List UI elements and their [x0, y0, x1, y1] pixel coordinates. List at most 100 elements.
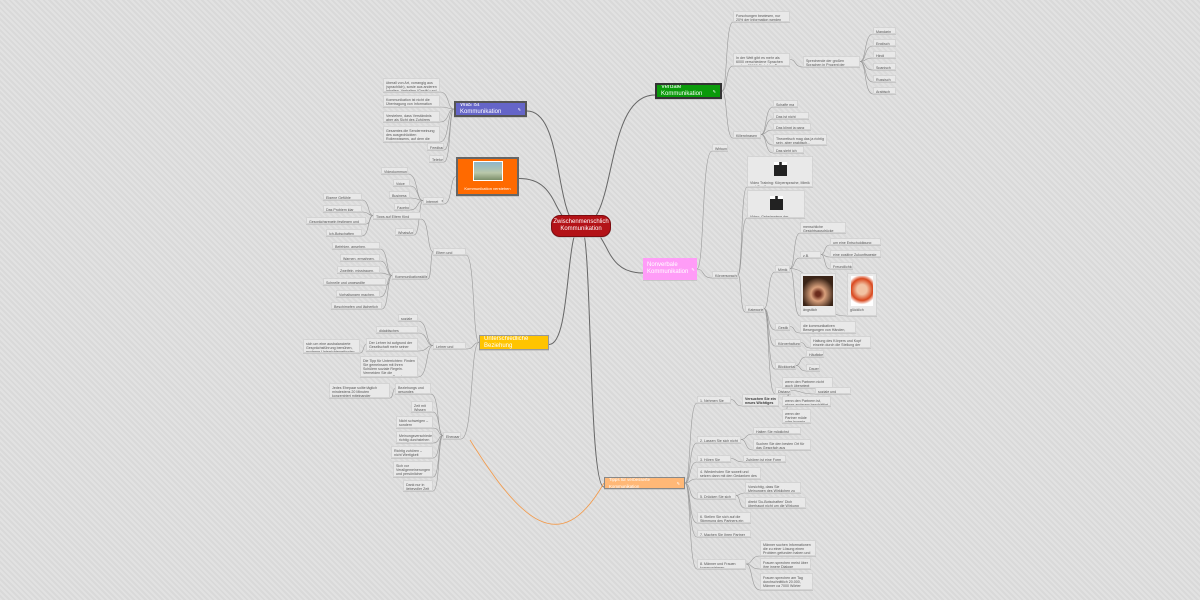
node-la2[interactable]: eine positive Zukunftsgeste schaffen [830, 250, 881, 257]
node-gestik[interactable]: Gestik [775, 323, 790, 330]
node-wirkung[interactable]: Wirkung [712, 144, 728, 151]
node-haltung[interactable]: Körperhaltung [775, 339, 801, 346]
node-kp3[interactable]: Das klingt ja ganz gut, aber... [773, 123, 811, 130]
node-ek2[interactable]: Das Problem klar definieren [323, 205, 362, 212]
node-l1[interactable]: soziale Distanz [398, 314, 418, 321]
node-g1[interactable]: die kommunikativen Bewegungen von Händen… [800, 321, 856, 333]
node-h1[interactable]: Haltung des Körpers und Kopf einzeln dur… [810, 336, 871, 348]
node-v2[interactable]: In der Welt gibt es mehr als 6000 versch… [733, 53, 790, 66]
node-d3[interactable]: wenn den Partnern ist, etwas anderem bes… [782, 396, 831, 406]
node-l3[interactable]: Der Lehrer ist aufgrund der Gesellschaft… [366, 338, 418, 351]
node-k2[interactable]: Warnen, ermahnen, drohen [340, 254, 380, 261]
node-facebook[interactable]: Facebook [394, 203, 410, 210]
node-kp2[interactable]: Das ist nicht unsere Sache [773, 112, 809, 119]
node-was-ist[interactable]: Was ist Kommunikation✎ [454, 101, 527, 117]
node-t2b[interactable]: Suchen Sie den besten Ort für das Gesprä… [753, 439, 811, 450]
node-t5b[interactable]: direkt 'Du-Botschaften' Dich überhaupt n… [745, 497, 806, 508]
node-bmail[interactable]: Business Mail [389, 191, 410, 198]
node-e3[interactable]: Nicht schweigen – sondern Gekränktheit l… [396, 416, 433, 428]
node-t5a[interactable]: Vorsichtig, dass Sie Meinungen des Wirkl… [745, 482, 801, 493]
node-k1[interactable]: Befehlen, ansehen, kommandieren [332, 242, 380, 249]
node-whatsapp[interactable]: WhatsApp [395, 228, 414, 235]
node-video[interactable]: Videokommunikation [381, 167, 408, 174]
note-icon[interactable]: ✎ [774, 62, 779, 66]
node-beziehung[interactable]: Unterschiedliche Beziehung [479, 335, 549, 350]
node-t3a[interactable]: Zuhören ist eine Form des Zuhörens [743, 455, 786, 462]
node-t1[interactable]: 1. Nehmen Sie sich Zeit [697, 396, 731, 403]
node-w3[interactable]: Verstehen, dass Verständnis aber als Sic… [383, 111, 440, 122]
node-e6[interactable]: Sich vor Verallgemeinerungen und persönl… [393, 461, 433, 477]
node-kategorie[interactable]: Kategorie [745, 305, 764, 312]
note-icon[interactable]: ✎ [451, 348, 454, 349]
node-la3[interactable]: Freundlichkeit [830, 262, 853, 269]
node-v1[interactable]: Forschungen bewiesen, nur 20% der Inform… [733, 11, 790, 22]
node-e1a[interactable]: Jedes Ehepaar sollte täglich mindestens … [329, 383, 390, 398]
note-icon[interactable]: ✎ [449, 254, 452, 255]
node-k5[interactable]: Vorhaltungen machen, belehren [336, 290, 380, 297]
node-b2[interactable]: Dauer [806, 364, 820, 371]
node-t6[interactable]: 6. Stellen Sie sich auf die Stimmung des… [697, 512, 751, 523]
node-internet[interactable]: Internet✎ [423, 197, 444, 204]
node-la1[interactable]: um eine Entschuldigung anzudeuten [830, 238, 881, 245]
node-verbal[interactable]: Verbale Kommunikation✎ [655, 83, 722, 99]
node-t2a[interactable]: Halten Sie möglichst Augenkontakt [753, 427, 801, 434]
node-tippsek[interactable]: Tipps auf Eltern Kind Kommunikation [373, 212, 421, 219]
node-s2[interactable]: Englisch 7,6% [873, 39, 896, 46]
note-icon[interactable]: ✎ [767, 21, 770, 22]
node-k6[interactable]: Beschimpfen und lächerlich machen [331, 302, 382, 309]
node-koerper[interactable]: Körpersprache [712, 271, 738, 278]
node-s6[interactable]: Arabisch 4,2% [873, 87, 896, 94]
node-eltern[interactable]: Eltern und Kinder✎ [433, 248, 466, 255]
node-t8b[interactable]: Frauen sprechen meist über ihre innere D… [760, 558, 811, 569]
node-t4[interactable]: 4. Wiederholen Sie soweit und setzen dan… [697, 467, 761, 479]
node-center[interactable]: Zwischenmenschlich Kommunikation [551, 215, 611, 237]
note-icon[interactable]: ✎ [676, 480, 680, 486]
node-l2[interactable]: didaktisches Dominanzverhältnis [376, 326, 418, 333]
node-e4[interactable]: Meinungsverschiedenheiten richtig durchs… [396, 431, 433, 443]
node-s3[interactable]: Hindi 5,4% [873, 51, 896, 58]
node-l4[interactable]: Die Tipp für Unterrichten: Finden Sie ge… [360, 356, 418, 377]
node-voicemail[interactable]: Voice Mail [393, 179, 410, 186]
node-t8c[interactable]: Frauen sprechen am Tag durchschnittlich … [760, 573, 813, 590]
node-k3[interactable]: Zweifeln, misstrauen, predigen [337, 266, 380, 273]
node-laecheln[interactable]: z.B. Lächeln [800, 251, 821, 258]
node-e2[interactable]: Zeit mit Wissen kommunizieren [411, 401, 433, 412]
node-t8[interactable]: 8. Männer und Frauen kommunizieren unter… [697, 559, 746, 569]
node-gluecklich[interactable]: glücklich [847, 273, 877, 316]
node-tipps[interactable]: Tipps für verbesserte Kommunikation✎ [604, 477, 685, 489]
node-ehepaar[interactable]: Ehepaar✎ [443, 432, 461, 439]
node-ek1[interactable]: Eigene Gefühle ausdrücken [323, 193, 362, 200]
node-w2[interactable]: Kommunikation ist nicht die Übertragung … [383, 95, 440, 107]
node-ek3[interactable]: Gesprächsregeln festlegen und einhalten [306, 217, 366, 224]
node-t2[interactable]: 2. Lassen Sie sich nicht ablenken [697, 436, 741, 443]
node-t7[interactable]: 7. Machen Sie Ihren Partner nicht runter… [697, 530, 751, 537]
note-icon[interactable]: ✎ [441, 199, 443, 203]
note-icon[interactable]: ✎ [760, 133, 761, 137]
node-e1[interactable]: Beziehungs und gesundes Selbstwertgefühl [395, 383, 431, 394]
node-kp4[interactable]: Theoretisch mag das ja richtig sein, abe… [773, 134, 827, 145]
node-d2[interactable]: soziale und persönliche unterscheiden [815, 387, 851, 394]
node-w1[interactable]: überall von Art, vorrangig aus (sprachli… [383, 78, 440, 92]
node-nonverbal[interactable]: Nonverbale Kommunikation✎ [643, 258, 697, 280]
node-t3[interactable]: 3. Hören Sie bewusst zu [697, 455, 731, 462]
node-blick[interactable]: Blickkontakt [775, 362, 796, 369]
node-t1a[interactable]: Versuchen Sie ein neues Wichtiges zu bes… [742, 394, 779, 406]
node-killer[interactable]: Kommunikationskiller [392, 272, 428, 279]
node-kp5[interactable]: Das sieht ich Blickkontakt [773, 146, 804, 153]
node-e7[interactable]: Dank nur in liebevoller Zeit sagen [403, 480, 433, 491]
node-feedback[interactable]: Feedback [427, 143, 444, 150]
node-vid2[interactable]: Video: Geheimnisse der Körpersprache bei… [747, 190, 805, 218]
node-k4[interactable]: Schnelle und ungewollte Ratschläge geben [323, 278, 386, 285]
node-t5[interactable]: 5. Drücken Sie sich klar aus [697, 492, 736, 499]
node-t8a[interactable]: Männer suchen Informationen die zu einer… [760, 540, 816, 556]
node-d4[interactable]: wenn der Partner müde oder hungrig ist [782, 409, 811, 423]
node-v2a[interactable]: Sprechende der großen Sprachen in Prozen… [803, 56, 860, 67]
node-m1[interactable]: menschliche Gesichtsausdrücke deren Funk… [800, 222, 846, 233]
node-kp1[interactable]: Schaffe ma net [773, 100, 798, 107]
note-icon[interactable]: ✎ [712, 88, 716, 94]
note-icon[interactable]: ✎ [517, 106, 521, 112]
node-verstehen[interactable]: Kommunikation verstehen [456, 157, 519, 196]
node-s1[interactable]: Mandarin 15,2% [873, 27, 896, 34]
node-w4[interactable]: Gesamtes die Sendermeinung des ausgedrüc… [383, 126, 440, 142]
node-telefon[interactable]: Telefon [429, 155, 444, 162]
